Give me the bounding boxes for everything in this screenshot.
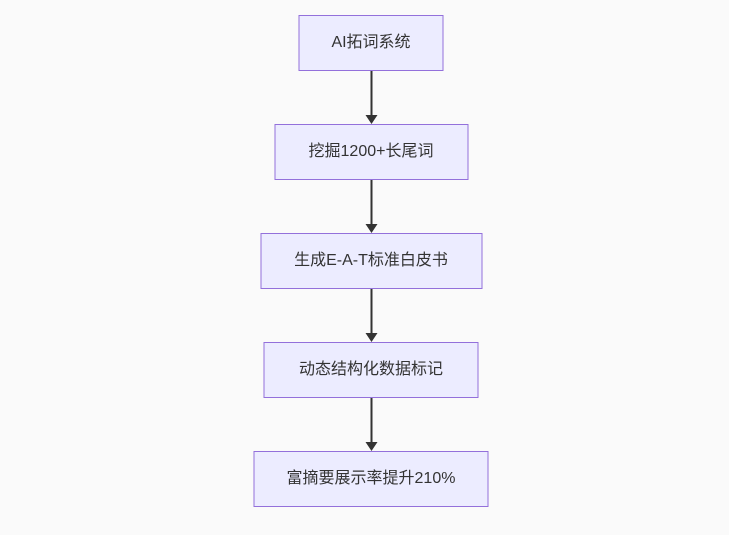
arrow-down-2: [365, 180, 377, 233]
flow-node-longtail-mining: 挖掘1200+长尾词: [274, 124, 468, 180]
arrow-line: [370, 71, 372, 115]
arrow-head-icon: [365, 115, 377, 124]
flow-node-eat-whitepaper: 生成E-A-T标准白皮书: [260, 233, 482, 289]
node-label: 富摘要展示率提升210%: [286, 470, 456, 487]
flowchart: AI拓词系统 挖掘1200+长尾词 生成E-A-T标准白皮书 动态结构化数据标记: [253, 15, 489, 507]
flow-node-ai-keyword-system: AI拓词系统: [298, 15, 444, 71]
node-label: 挖掘1200+长尾词: [308, 143, 434, 160]
arrow-line: [370, 398, 372, 442]
arrow-line: [370, 180, 372, 224]
node-label: AI拓词系统: [331, 34, 411, 51]
arrow-head-icon: [365, 442, 377, 451]
flow-node-structured-data-markup: 动态结构化数据标记: [263, 342, 479, 398]
flow-node-rich-snippet-result: 富摘要展示率提升210%: [253, 451, 489, 507]
node-label: 生成E-A-T标准白皮书: [294, 252, 448, 269]
arrow-down-3: [365, 289, 377, 342]
arrow-line: [370, 289, 372, 333]
node-label: 动态结构化数据标记: [298, 361, 443, 378]
arrow-head-icon: [365, 224, 377, 233]
arrow-down-1: [365, 71, 377, 124]
arrow-down-4: [365, 398, 377, 451]
arrow-head-icon: [365, 333, 377, 342]
